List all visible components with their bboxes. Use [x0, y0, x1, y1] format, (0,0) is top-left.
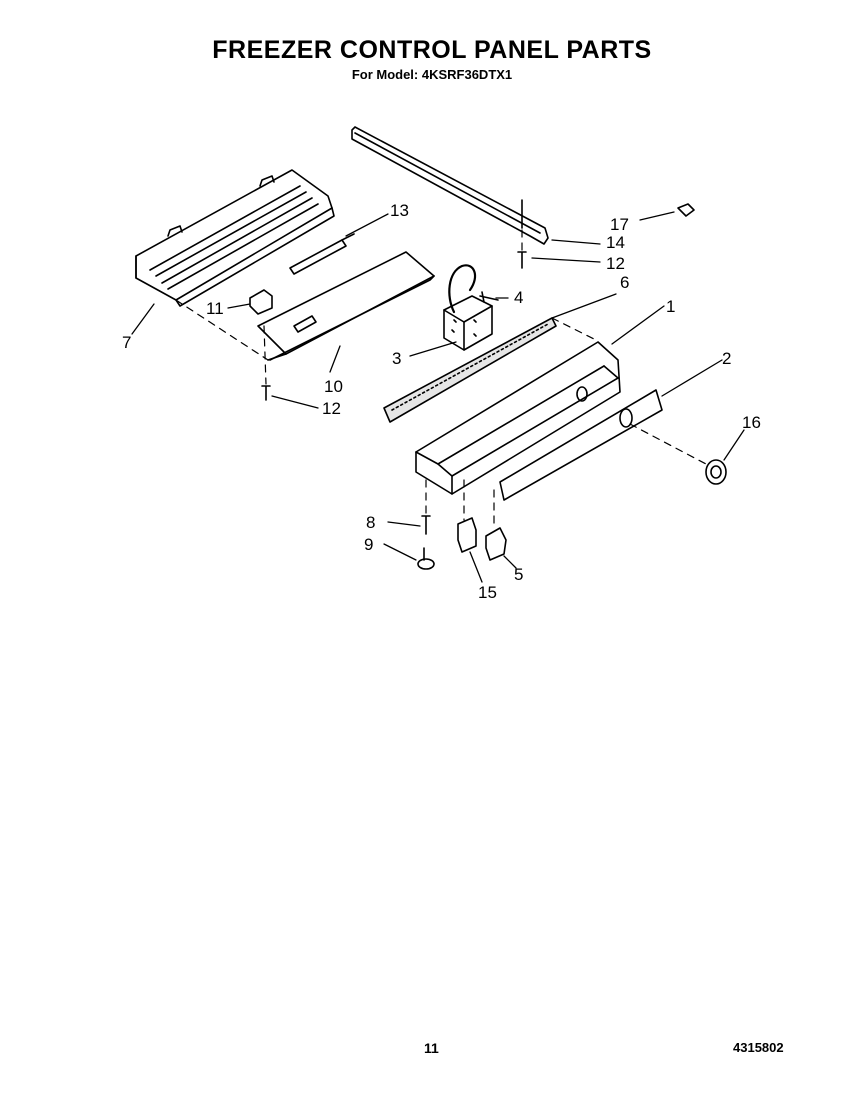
callout-1: 1 — [666, 297, 675, 316]
callout-15: 15 — [478, 583, 497, 602]
callout-17: 17 — [610, 215, 629, 234]
part-knob — [705, 459, 727, 485]
callout-12-upper: 12 — [606, 254, 625, 273]
part-sensor — [289, 233, 355, 275]
part-bracket — [257, 251, 435, 361]
callout-14: 14 — [606, 233, 625, 252]
callout-3: 3 — [392, 349, 401, 368]
leader-lines — [131, 211, 745, 583]
callout-16: 16 — [742, 413, 761, 432]
callout-8: 8 — [366, 513, 375, 532]
callout-13: 13 — [390, 201, 409, 220]
part-screw-8 — [421, 515, 431, 535]
document-number: 4315802 — [733, 1040, 784, 1055]
part-switch-5 — [485, 527, 507, 561]
callout-5: 5 — [514, 565, 523, 584]
model-subtitle: For Model: 4KSRF36DTX1 — [351, 67, 513, 82]
part-gasket-strip — [383, 317, 557, 423]
page-number: 11 — [424, 1040, 439, 1056]
part-clip — [249, 289, 273, 315]
callout-7: 7 — [122, 333, 131, 352]
callout-12-lower: 12 — [322, 399, 341, 418]
part-washer-9 — [417, 547, 435, 570]
callout-6: 6 — [620, 273, 629, 292]
callout-11: 11 — [206, 299, 224, 318]
part-faceplate — [499, 389, 663, 501]
part-control-switch — [443, 264, 493, 351]
part-housing — [415, 341, 621, 495]
part-clip-17 — [677, 203, 695, 217]
page-title: FREEZER CONTROL PANEL PARTS — [212, 36, 652, 64]
part-rail — [351, 126, 549, 245]
part-screw-12a — [517, 251, 527, 269]
callout-9: 9 — [364, 535, 373, 554]
callout-10: 10 — [324, 377, 343, 396]
part-switch-15 — [457, 517, 477, 553]
assembly-lines — [175, 229, 707, 529]
callout-2: 2 — [722, 349, 731, 368]
part-screw-12b — [261, 385, 271, 401]
part-screw-4 — [479, 291, 499, 303]
part-rear-cover — [135, 169, 335, 307]
callout-4: 4 — [514, 288, 523, 307]
